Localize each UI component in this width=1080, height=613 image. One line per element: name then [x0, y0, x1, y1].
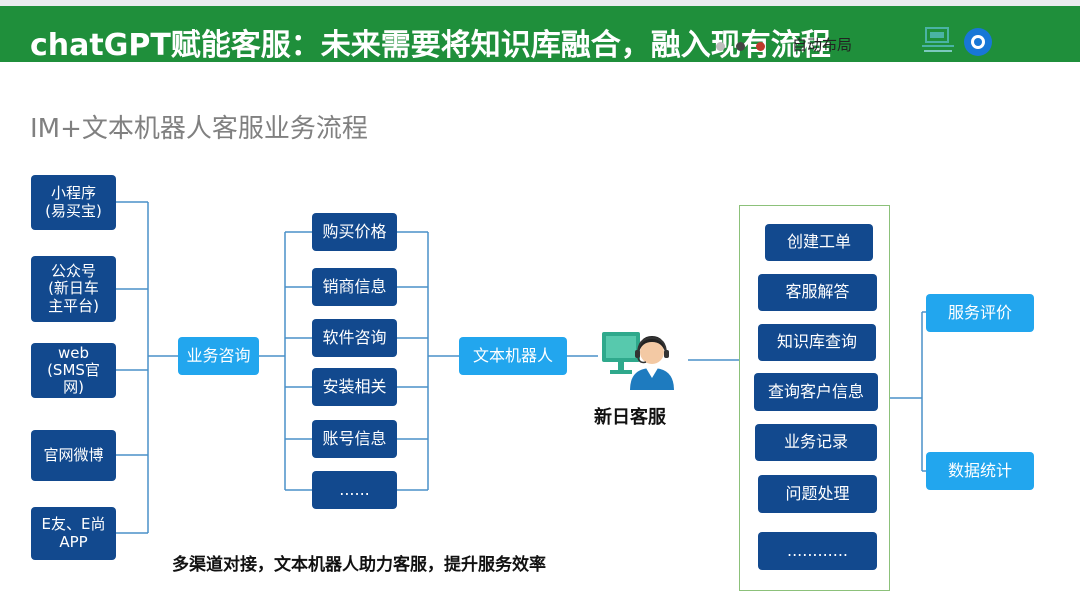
result-statistics: 数据统计 — [926, 452, 1034, 490]
category-dealer-info: 销商信息 — [312, 268, 397, 306]
customer-service-agent-icon — [602, 332, 674, 390]
dot-gray — [716, 42, 725, 51]
channel-app: E友、E尚 APP — [31, 507, 116, 560]
result-service-rating: 服务评价 — [926, 294, 1034, 332]
auto-layout-label: 自动布局 — [792, 36, 853, 54]
workflow-business-record: 业务记录 — [755, 424, 877, 461]
workflow-more: ............ — [758, 532, 877, 570]
category-account-info: 账号信息 — [312, 420, 397, 458]
channel-weibo: 官网微博 — [31, 430, 116, 481]
channel-web: web (SMS官 网) — [31, 343, 116, 398]
category-more: ...... — [312, 471, 397, 509]
slide-title: chatGPT赋能客服：未来需要将知识库融合，融入现有流程 — [30, 28, 831, 63]
channel-official-account: 公众号 (新日车 主平台) — [31, 256, 116, 322]
category-installation: 安装相关 — [312, 368, 397, 406]
agent-label: 新日客服 — [594, 407, 666, 428]
brand-logo-icon — [964, 28, 992, 56]
category-software-consult: 软件咨询 — [312, 319, 397, 357]
flow-subtitle: IM+文本机器人客服业务流程 — [30, 114, 368, 144]
header-top-strip — [0, 0, 1080, 6]
caption: 多渠道对接，文本机器人助力客服，提升服务效率 — [172, 555, 546, 575]
category-purchase-price: 购买价格 — [312, 213, 397, 251]
channel-mini-program: 小程序 (易买宝) — [31, 175, 116, 230]
logo-icon — [922, 27, 954, 52]
dot-dark — [736, 42, 745, 51]
workflow-kb-query: 知识库查询 — [758, 324, 876, 361]
hub-business-consult: 业务咨询 — [178, 337, 259, 375]
workflow-customer-info: 查询客户信息 — [754, 373, 878, 411]
dot-red — [756, 42, 765, 51]
header-band — [0, 0, 1080, 62]
workflow-answer: 客服解答 — [758, 274, 877, 311]
text-robot: 文本机器人 — [459, 337, 567, 375]
workflow-frame — [739, 205, 890, 591]
workflow-problem-handling: 问题处理 — [758, 475, 877, 513]
workflow-create-ticket: 创建工单 — [765, 224, 873, 261]
